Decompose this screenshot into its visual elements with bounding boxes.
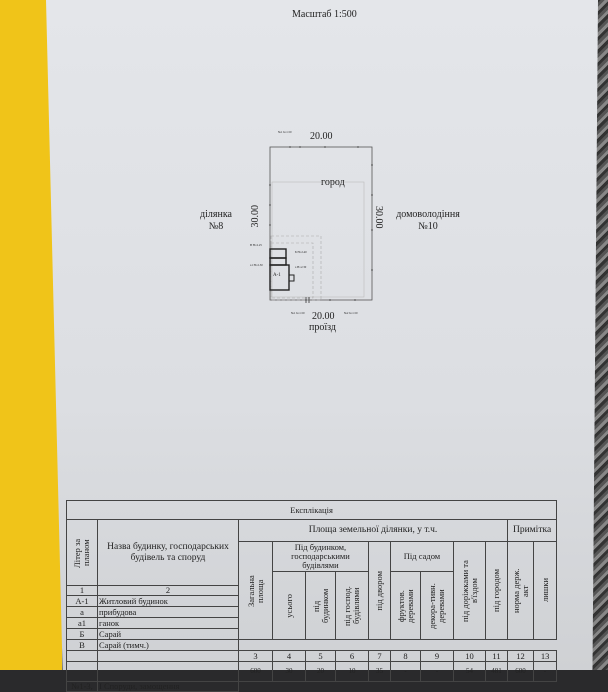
yard-area bbox=[270, 235, 322, 301]
col-number: 8 bbox=[390, 650, 421, 662]
plan-note: а H=2.30 bbox=[295, 265, 307, 269]
porch bbox=[288, 274, 295, 282]
value-cell: 54 bbox=[453, 661, 486, 682]
left-neighbor-number: №8 bbox=[208, 221, 224, 232]
value-cell: 30 bbox=[272, 661, 306, 682]
plan-note: В H=2.25 bbox=[250, 243, 262, 247]
value-cell: 20 bbox=[305, 661, 336, 682]
plan-note: а1 H=2.50 bbox=[250, 263, 263, 267]
value-cell: 10 bbox=[335, 661, 369, 682]
row-name: ганок bbox=[97, 617, 239, 629]
col-number: 9 bbox=[420, 650, 454, 662]
col-number: 6 bbox=[335, 650, 369, 662]
plan-note: №1 h=1.50 bbox=[291, 311, 305, 315]
table-title: Експлікація bbox=[65, 500, 558, 520]
row-litera: а1 bbox=[66, 617, 98, 629]
row-litera: а bbox=[66, 606, 98, 618]
header-decor: декора-тивн. деревами bbox=[427, 582, 446, 629]
value-cell: 481 bbox=[485, 661, 508, 682]
value-cell: - bbox=[420, 661, 454, 682]
value-cell: 600 bbox=[238, 661, 273, 682]
row-litera: Б bbox=[66, 628, 98, 640]
bottom-label: проїзд bbox=[309, 322, 336, 333]
col-number: 5 bbox=[305, 650, 336, 662]
header-fruit: фруктов. деревами bbox=[395, 588, 415, 623]
row-name: Сарай (тимч.) bbox=[97, 639, 239, 651]
row-name: Житловий будинок bbox=[97, 595, 239, 607]
header-name: Назва будинку, господарських будівель та… bbox=[97, 519, 239, 586]
header-total-sub: усього bbox=[283, 593, 294, 618]
row-litera: №1-3, bbox=[66, 681, 98, 692]
plot-boundary bbox=[269, 146, 373, 301]
value-cell: - bbox=[390, 661, 421, 682]
top-dimension: 20.00 bbox=[310, 131, 333, 142]
value-cell: - bbox=[532, 661, 558, 682]
header-garden-group: Під садом bbox=[390, 541, 454, 572]
header-under-outbuildings: під господ. будівлями bbox=[342, 585, 361, 626]
value-cell: 35 bbox=[368, 661, 391, 682]
col-number: 7 bbox=[368, 650, 391, 662]
scale-label: Масштаб 1:500 bbox=[292, 9, 357, 20]
col-number: 12 bbox=[507, 650, 534, 662]
site-plan bbox=[269, 146, 373, 301]
header-yard: під двором bbox=[374, 570, 384, 611]
col-number: 1 bbox=[66, 585, 98, 596]
header-total: Загальна площа bbox=[245, 574, 265, 607]
building-b bbox=[269, 257, 287, 266]
left-neighbor: ділянка №8 bbox=[196, 209, 236, 233]
header-under-buildings: Під будинком, господарськими будівлями bbox=[272, 541, 369, 572]
col-number: 10 bbox=[453, 650, 486, 662]
row-litera: В bbox=[66, 639, 98, 651]
right-dimension: 30.00 bbox=[373, 206, 384, 229]
col-number: 3 bbox=[238, 650, 273, 662]
col-number: 4 bbox=[272, 650, 306, 662]
col-number: 11 bbox=[485, 650, 508, 662]
row-name: І Споруди, замощення bbox=[97, 681, 239, 692]
right-neighbor-line: домоволодіння bbox=[396, 209, 460, 220]
explication-table: Експлікація Літер за планом Назва будинк… bbox=[65, 500, 558, 692]
col-number: 2 bbox=[97, 585, 239, 596]
left-neighbor-line: ділянка bbox=[200, 209, 232, 220]
row-litera: А-1 bbox=[66, 595, 98, 607]
row-name: Сарай bbox=[97, 628, 239, 640]
building-label: А-1 bbox=[273, 273, 281, 278]
header-vegetable: під городом bbox=[491, 569, 501, 612]
garden-area bbox=[271, 181, 365, 298]
value-cell: 600 bbox=[507, 661, 534, 682]
plan-note: №1 h=1.50 bbox=[278, 130, 292, 134]
bottom-dimension: 20.00 bbox=[312, 311, 335, 322]
header-note: Примітка bbox=[506, 519, 558, 542]
right-neighbor: домоволодіння №10 bbox=[392, 209, 464, 233]
header-norm: норма держ. акт bbox=[510, 568, 530, 613]
building-v bbox=[269, 248, 287, 259]
right-neighbor-number: №10 bbox=[418, 221, 438, 232]
header-litera: Літер за планом bbox=[72, 537, 91, 568]
plan-note: №2 h=1.50 bbox=[344, 311, 358, 315]
header-excess: лишки bbox=[539, 578, 550, 603]
header-under-house: під будинком bbox=[310, 588, 330, 623]
garden-label: город bbox=[321, 177, 345, 188]
plan-note: Б H=2.40 bbox=[295, 250, 307, 254]
header-area-group: Площа земельної ділянки, у т.ч. bbox=[238, 519, 508, 542]
row-name: прибудова bbox=[97, 606, 239, 618]
left-dimension: 30.00 bbox=[250, 205, 261, 228]
header-paths: під доріжками та в'їздом bbox=[459, 559, 479, 622]
col-number: 13 bbox=[532, 650, 558, 662]
